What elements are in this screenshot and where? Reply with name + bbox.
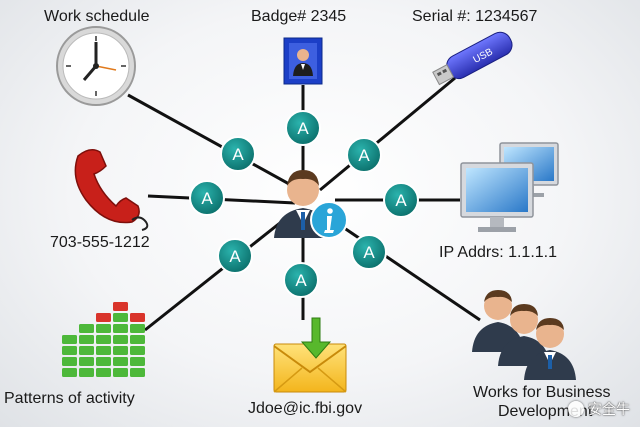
node-a-email: A (283, 262, 319, 298)
activity-bar-block (113, 335, 128, 344)
node-a-label: A (395, 191, 407, 210)
activity-bar-block (96, 346, 111, 355)
activity-bar-block (79, 368, 94, 377)
node-a-label: A (201, 189, 213, 208)
label-serial: Serial #: 1234567 (412, 8, 538, 25)
node-a-work-schedule: A (220, 136, 256, 172)
activity-bar-block (79, 346, 94, 355)
phone-icon (74, 149, 149, 231)
activity-bar-block (113, 324, 128, 333)
node-a-label: A (295, 271, 307, 290)
label-badge: Badge# 2345 (251, 8, 347, 25)
node-a-business: A (351, 234, 387, 270)
activity-bar-block (130, 313, 145, 322)
info-icon (310, 201, 348, 239)
activity-bars-icon (62, 302, 145, 377)
node-a-usb: A (346, 137, 382, 173)
activity-bar-block (62, 368, 77, 377)
node-a-phone: A (189, 180, 225, 216)
activity-bar-block (79, 335, 94, 344)
computer-monitors-icon (460, 142, 559, 232)
activity-bar-block (96, 368, 111, 377)
node-a-patterns: A (217, 238, 253, 274)
node-a-label: A (363, 243, 375, 262)
node-a-label: A (297, 119, 309, 138)
activity-bar-block (96, 313, 111, 322)
node-a-label: A (229, 247, 241, 266)
label-business-line1: Works for Business (473, 384, 611, 401)
badge-icon (283, 37, 323, 85)
node-a-ip: A (383, 182, 419, 218)
watermark: 安全牛 (568, 399, 630, 419)
activity-bar-block (113, 313, 128, 322)
activity-bar-block (62, 335, 77, 344)
connector-work-schedule (127, 93, 301, 192)
envelope-icon (273, 317, 347, 393)
label-email: Jdoe@ic.fbi.gov (248, 400, 363, 417)
activity-bar-block (113, 302, 128, 311)
activity-bar-block (130, 335, 145, 344)
activity-bar-block (113, 357, 128, 366)
monitor-front (460, 162, 534, 232)
activity-bar-block (62, 346, 77, 355)
activity-bar-block (130, 357, 145, 366)
activity-bar-block (113, 368, 128, 377)
activity-bar-block (130, 346, 145, 355)
label-patterns: Patterns of activity (4, 390, 135, 407)
activity-bar-block (130, 368, 145, 377)
node-a-badge: A (285, 110, 321, 146)
connector-usb (319, 76, 456, 192)
node-a-label: A (232, 145, 244, 164)
activity-bar-block (130, 324, 145, 333)
people-group-icon (472, 290, 576, 380)
activity-bar-block (113, 346, 128, 355)
clock-icon (56, 26, 136, 106)
activity-bar-block (62, 357, 77, 366)
connector-patterns (144, 213, 291, 332)
usb-drive-icon: USB (432, 31, 513, 86)
label-work-schedule: Work schedule (44, 8, 150, 25)
activity-bar-block (79, 357, 94, 366)
activity-bar-block (96, 324, 111, 333)
watermark-logo-icon (568, 401, 584, 417)
label-ip: IP Addrs: 1.1.1.1 (439, 244, 558, 261)
watermark-text: 安全牛 (588, 401, 630, 417)
node-a-label: A (358, 146, 370, 165)
activity-bar-block (79, 324, 94, 333)
activity-bar-block (96, 335, 111, 344)
connector-business (324, 213, 481, 322)
label-phone: 703-555-1212 (50, 234, 150, 251)
activity-bar-block (96, 357, 111, 366)
